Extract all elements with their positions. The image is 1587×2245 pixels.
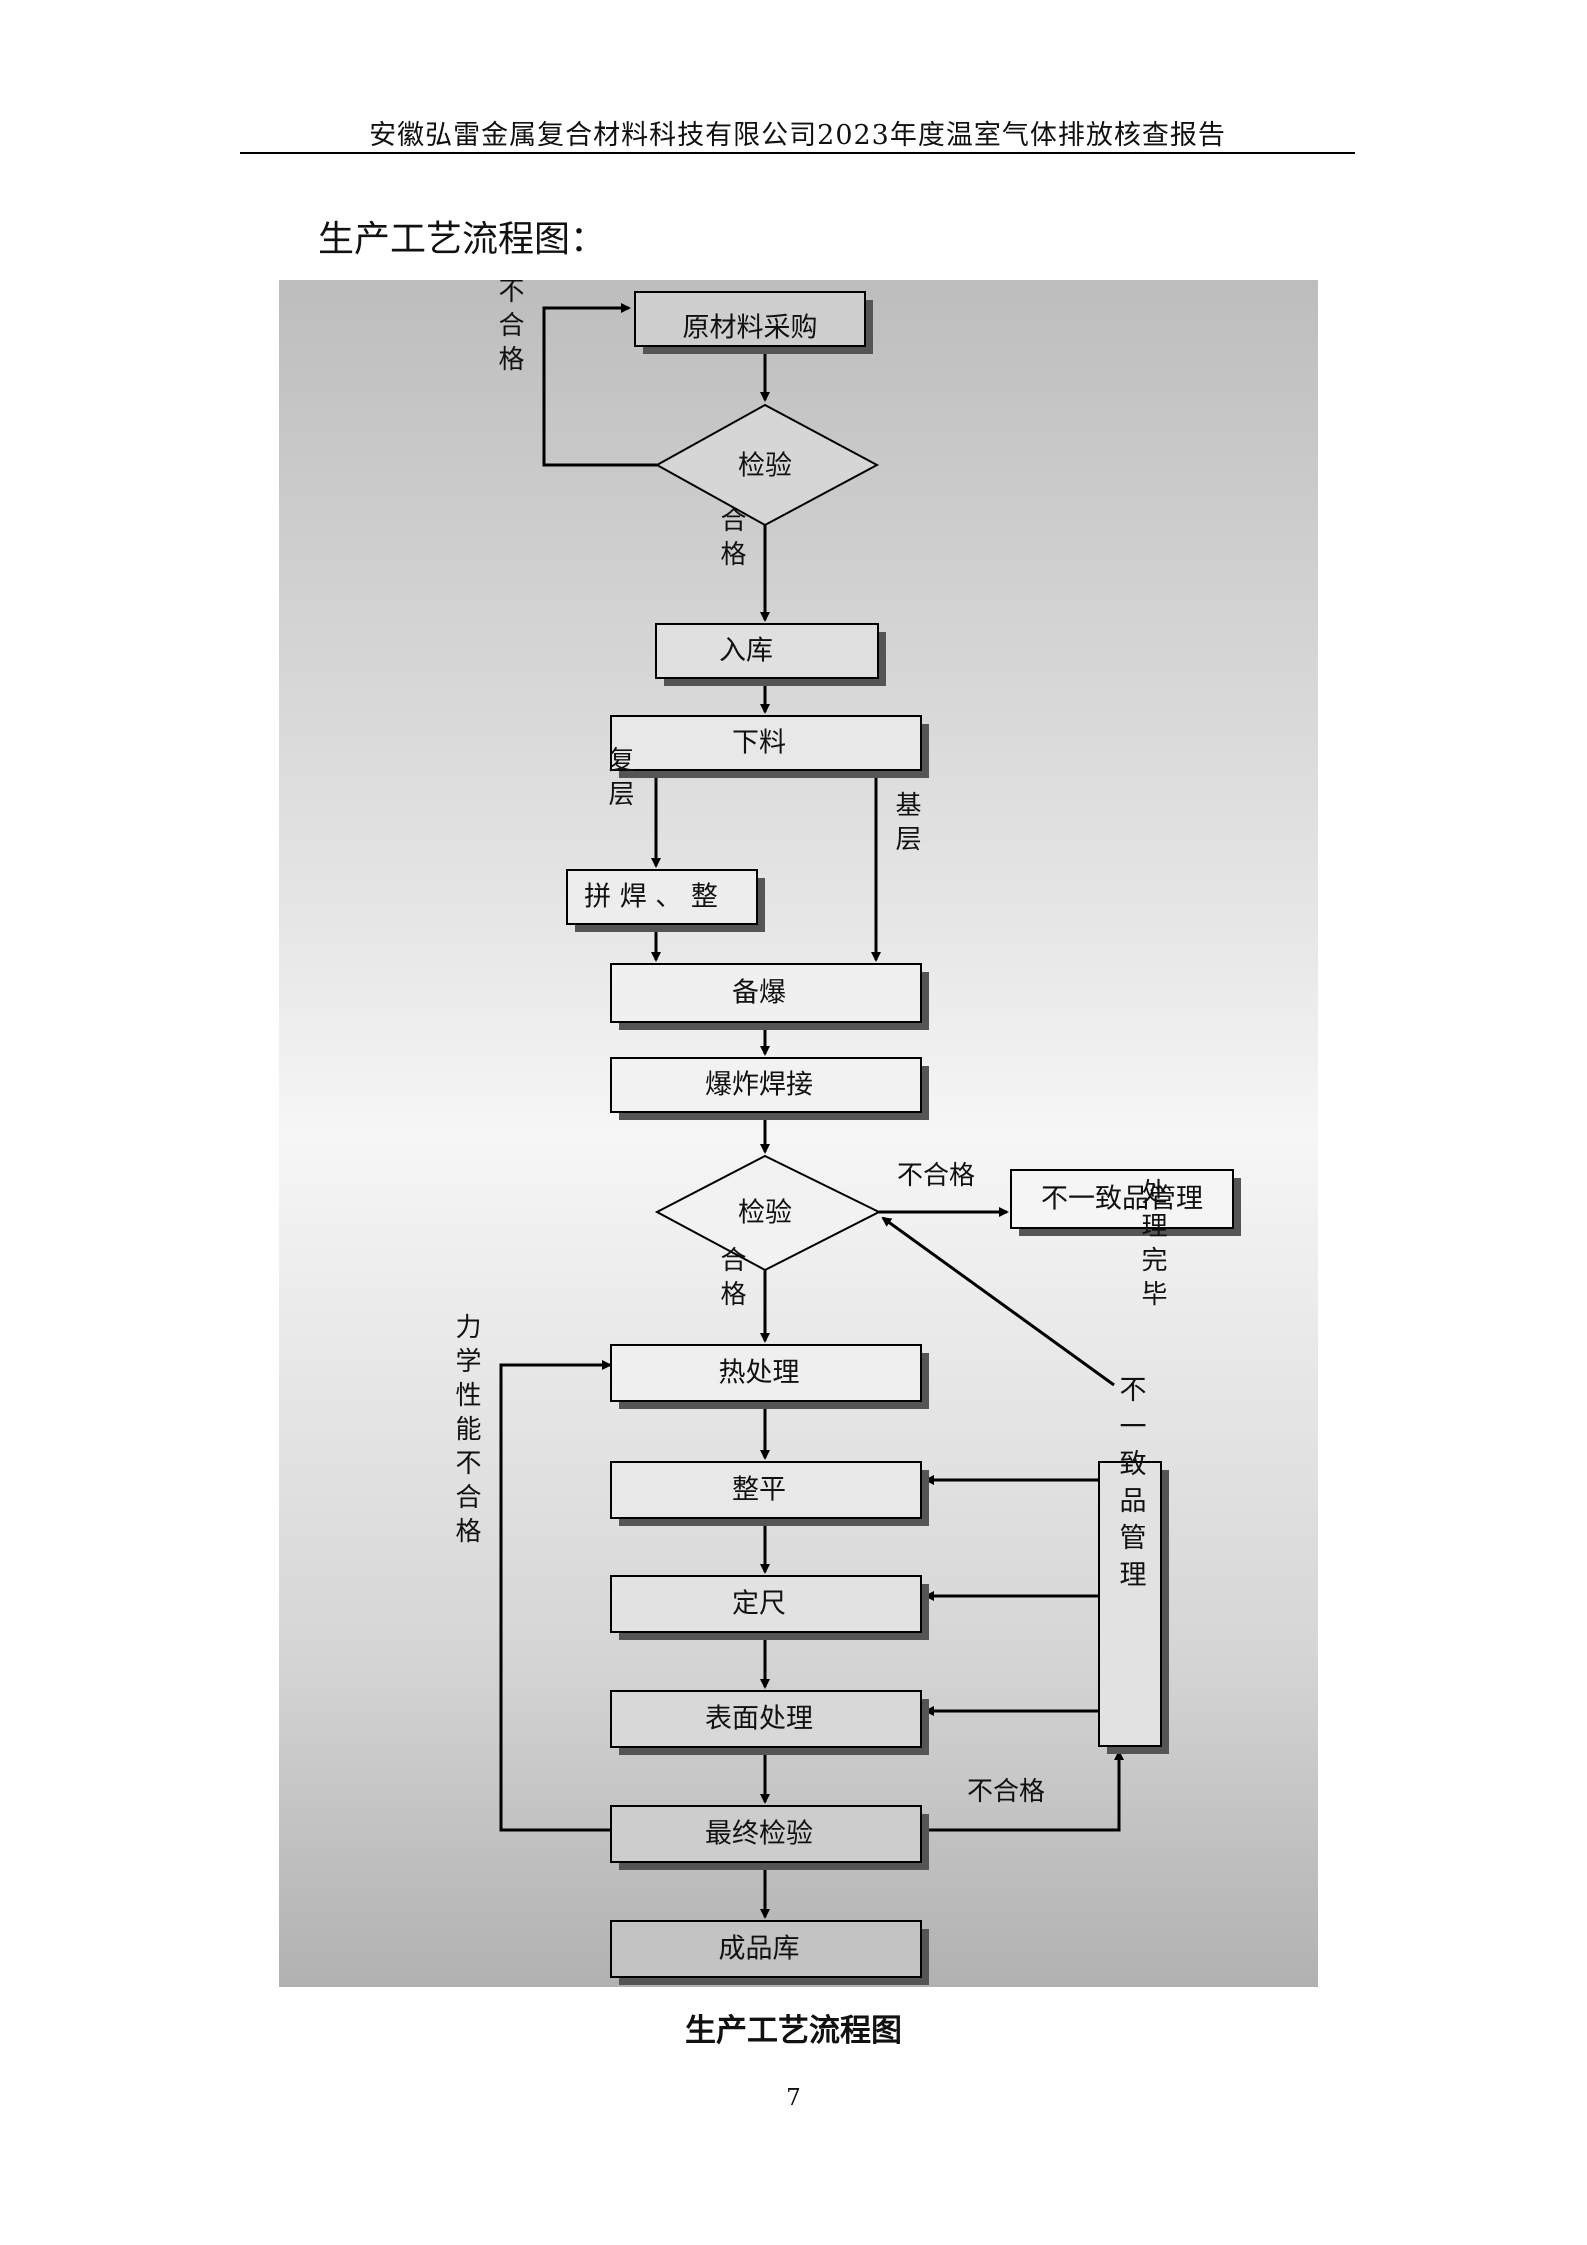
label-fail2: 不合格	[897, 1161, 975, 1191]
section-title: 生产工艺流程图：	[318, 219, 607, 260]
node-inspect1-label: 检验	[738, 451, 792, 482]
label-clad: 复层	[604, 746, 634, 814]
node-nonconform1: 不一致品管理	[1010, 1169, 1241, 1236]
node-purchase: 原材料采购	[634, 291, 873, 354]
node-cutting: 下料	[610, 715, 929, 778]
node-inspect1: 检验	[654, 403, 880, 527]
node-final-label: 最终检验	[705, 1819, 813, 1850]
label-pass2: 合格	[716, 1246, 746, 1314]
node-heat-label: 热处理	[719, 1358, 800, 1389]
node-flatten-label: 整平	[732, 1475, 786, 1506]
node-prep: 备爆	[610, 963, 929, 1030]
node-purchase-label: 原材料采购	[683, 313, 818, 344]
node-explosion: 爆炸焊接	[610, 1057, 929, 1120]
flowchart-figure: 原材料采购 检验 入库 下料 拼 焊 、 整 备爆	[279, 280, 1318, 1987]
node-sizing-label: 定尺	[732, 1589, 786, 1620]
node-inspect2-label: 检验	[738, 1198, 792, 1229]
arrow-fail-loop	[542, 303, 657, 467]
node-heat: 热处理	[610, 1344, 929, 1409]
node-nonconform2: 不一致品管理	[1098, 1375, 1169, 1754]
arrow-mech-fail-loop	[499, 1360, 612, 1832]
node-splice-label: 拼 焊 、 整	[584, 882, 718, 913]
node-surface-label: 表面处理	[705, 1704, 813, 1735]
node-inspect2: 检验	[654, 1154, 882, 1272]
figure-caption: 生产工艺流程图	[685, 2013, 902, 2049]
node-explosion-label: 爆炸焊接	[705, 1070, 813, 1101]
label-mech-fail: 力学性能不合格	[451, 1313, 481, 1551]
node-storage-label: 入库	[719, 636, 773, 667]
node-prep-label: 备爆	[732, 978, 786, 1009]
report-header: 安徽弘雷金属复合材料科技有限公司2023年度温室气体排放核查报告	[369, 120, 1226, 151]
node-splice: 拼 焊 、 整	[566, 869, 765, 932]
node-nonconform2-label: 不一致品管理	[1115, 1375, 1147, 1597]
node-storage: 入库	[655, 623, 886, 686]
header-divider	[240, 152, 1355, 154]
label-base: 基层	[891, 791, 921, 859]
arrow-treated-return	[881, 1216, 1115, 1387]
node-warehouse: 成品库	[610, 1920, 929, 1985]
node-final: 最终检验	[610, 1805, 929, 1870]
arrow-final-nonconform	[919, 1750, 1124, 1832]
node-warehouse-label: 成品库	[719, 1934, 800, 1965]
node-cutting-label: 下料	[732, 728, 786, 759]
node-nonconform1-label: 不一致品管理	[1041, 1184, 1203, 1215]
label-fail-loop: 不合格	[494, 280, 524, 379]
label-treated: 处理完毕	[1137, 1178, 1167, 1314]
label-pass1: 合格	[716, 506, 746, 574]
node-surface: 表面处理	[610, 1690, 929, 1755]
flowchart-svg: 原材料采购 检验 入库 下料 拼 焊 、 整 备爆	[451, 280, 1241, 1985]
label-fail3: 不合格	[967, 1777, 1045, 1807]
node-flatten: 整平	[610, 1461, 929, 1526]
node-sizing: 定尺	[610, 1575, 929, 1640]
page-number: 7	[786, 2085, 801, 2111]
connectors	[499, 303, 1124, 1919]
